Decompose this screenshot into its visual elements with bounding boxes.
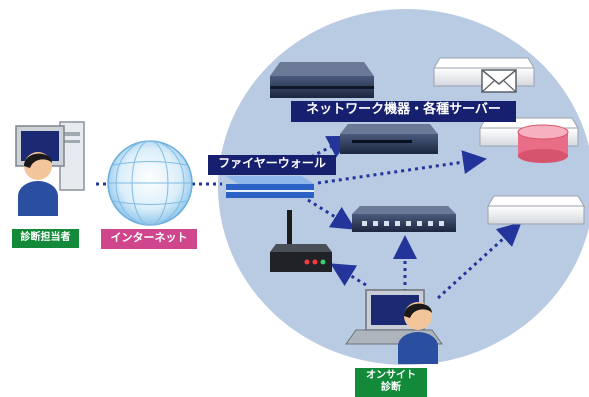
onsite-label-line2: 診断 — [381, 381, 401, 393]
firewall-label: ファイヤーウォール — [208, 155, 336, 175]
person-icon — [18, 152, 58, 216]
white-server-icon — [487, 195, 585, 225]
envelope-icon — [481, 69, 517, 93]
onsite-label-line1: オンサイト — [366, 370, 416, 381]
link-laptop-to-server — [436, 221, 522, 300]
internet-label: インターネット — [101, 229, 197, 249]
diagnostician-label: 診断担当者 — [12, 229, 79, 248]
wireless-router-icon — [270, 210, 332, 272]
network-area-circle — [218, 9, 589, 365]
server-icon — [340, 124, 438, 154]
router-icon — [270, 62, 374, 98]
internet-globe-icon — [107, 140, 193, 226]
link-firewall-to-servers — [317, 150, 487, 185]
link-laptop-to-wifi — [330, 263, 367, 287]
onsite-person-icon — [398, 302, 438, 364]
firewall-device-icon — [226, 176, 314, 198]
onsite-diagnosis-label: オンサイト 診断 — [355, 368, 427, 397]
network-switch-icon — [352, 206, 456, 232]
database-cylinder-icon — [517, 124, 569, 163]
network-servers-label: ネットワーク機器・各種サーバー — [291, 101, 516, 122]
desktop-computer-icon — [15, 121, 85, 191]
link-firewall-to-switch — [307, 198, 356, 230]
